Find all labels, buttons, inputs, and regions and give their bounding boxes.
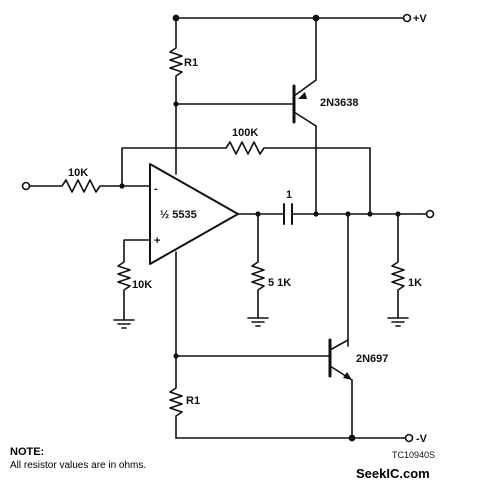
positive-rail xyxy=(172,13,412,23)
watermark: SeekIC.com xyxy=(356,466,430,481)
note-text: All resistor values are in ohms. xyxy=(10,460,147,471)
input-terminal xyxy=(21,179,151,193)
resistor-output-divider-label: 5 1K xyxy=(268,277,291,289)
resistor-load-label: 1K xyxy=(408,277,422,289)
negative-rail xyxy=(175,433,414,443)
negative-supply-label: -V xyxy=(416,433,428,445)
opamp-5535 xyxy=(149,163,239,265)
opamp-label: ½ 5535 xyxy=(160,209,197,221)
opamp-inverting-pin: - xyxy=(154,183,158,195)
transistor-2n697 xyxy=(175,213,353,439)
resistor-r1-bottom xyxy=(169,355,183,439)
positive-supply-label: +V xyxy=(413,13,427,25)
transistor-2n3638 xyxy=(292,17,317,213)
capacitor-label: 1 xyxy=(286,189,292,201)
transistor-lower-label: 2N697 xyxy=(356,353,388,365)
resistor-output-divider xyxy=(247,213,269,327)
resistor-r1-top xyxy=(169,17,183,105)
resistor-feedback xyxy=(121,141,371,213)
resistor-bias xyxy=(113,239,151,329)
transistor-upper-label: 2N3638 xyxy=(320,97,359,109)
resistor-r1-top-label: R1 xyxy=(184,57,198,69)
resistor-feedback-label: 100K xyxy=(232,127,258,139)
note-title: NOTE: xyxy=(10,446,45,458)
resistor-bias-label: 10K xyxy=(132,279,152,291)
opamp-noninverting-pin: + xyxy=(154,235,160,247)
resistor-load xyxy=(387,213,409,327)
drawing-code: TC10940S xyxy=(392,450,435,460)
resistor-r1-bottom-label: R1 xyxy=(186,395,200,407)
resistor-input-label: 10K xyxy=(68,167,88,179)
